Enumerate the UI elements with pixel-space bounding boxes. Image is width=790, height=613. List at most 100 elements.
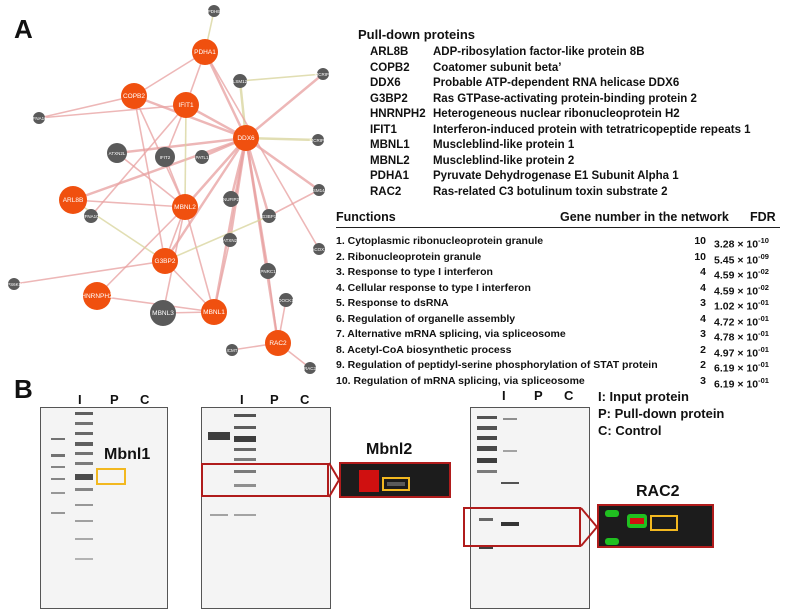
network-node-circle xyxy=(192,39,218,65)
network-node-pdha1: PDHA1 xyxy=(192,39,218,65)
network-node-ifit2: IFIT2 xyxy=(155,147,175,167)
function-gene-number: 2 xyxy=(700,359,706,371)
network-node-label: MBNL3 xyxy=(152,310,174,317)
network-node-circle xyxy=(84,209,98,223)
function-fdr: 6.19 × 10-01 xyxy=(714,375,769,391)
pulldown-title: Pull-down proteins xyxy=(358,27,475,42)
network-node-label: DDX6 xyxy=(237,135,255,142)
network-node-ifna16: IFNA16 xyxy=(31,112,47,124)
network-edge xyxy=(72,199,166,262)
rac2-callout-arrow xyxy=(581,507,597,547)
pulldown-symbol: DDX6 xyxy=(370,77,401,89)
network-node-circle xyxy=(155,147,175,167)
network-node-circle xyxy=(8,278,20,290)
function-gene-number: 3 xyxy=(700,328,706,340)
network-node-ddx6: DDX6 xyxy=(233,125,259,151)
pulldown-symbol: MBNL2 xyxy=(370,154,410,167)
mbnl2-region-box xyxy=(201,463,329,497)
network-edge xyxy=(38,95,135,119)
network-node-arl8b: ARL8B xyxy=(59,186,87,214)
network-node-ifit1: IFIT1 xyxy=(173,92,199,118)
function-gene-number: 4 xyxy=(700,281,706,294)
blot-mbnl2 xyxy=(201,407,331,609)
function-fdr: 5.45 × 10-09 xyxy=(714,251,769,267)
network-node-label: COPB2 xyxy=(123,93,145,100)
network-edge xyxy=(184,206,215,313)
mbnl1-lane-i: I xyxy=(78,392,82,407)
pulldown-protein-name: Muscleblind-like protein 2 xyxy=(433,154,575,167)
network-node-mcrip1: MCRIP1 xyxy=(314,68,332,80)
function-term: 4. Cellular response to type I interfero… xyxy=(336,281,531,294)
network-edge xyxy=(116,152,186,208)
mbnl1-lane-c: C xyxy=(140,392,150,407)
function-term: 8. Acetyl-CoA biosynthetic process xyxy=(336,343,512,356)
network-node-circle xyxy=(195,150,209,164)
network-node-lsm12: LSM12 xyxy=(233,74,248,88)
network-node-label: LSM14A xyxy=(310,188,327,193)
function-gene-number: 3 xyxy=(700,374,706,387)
pulldown-protein-name: ADP-ribosylation factor-like protein 8B xyxy=(433,46,645,58)
function-fdr: 1.02 × 10-01 xyxy=(714,298,769,313)
pulldown-protein-name: Probable ATP-dependent RNA helicase DDX6 xyxy=(433,77,680,89)
network-node-label: IFIT2 xyxy=(160,155,171,160)
pulldown-symbol: IFIT1 xyxy=(370,123,397,136)
mbnl2-lane-i: I xyxy=(240,392,244,407)
network-edge xyxy=(245,73,324,139)
table-rule xyxy=(336,227,780,228)
network-node-circle xyxy=(83,282,111,310)
network-node-pnrc1: PNRC1 xyxy=(260,263,276,279)
panel-b-label: B xyxy=(14,374,33,404)
legend-pulldown: P: Pull-down protein xyxy=(598,406,725,421)
network-node-label: MCRIP1 xyxy=(314,72,331,77)
network-node-atxn2l: ATXN2L xyxy=(107,143,127,163)
network-node-circle xyxy=(121,83,147,109)
network-node-label: NUFIP2 xyxy=(223,197,240,202)
pulldown-symbol: PDHA1 xyxy=(370,170,409,182)
function-term: 2. Ribonucleoprotein granule xyxy=(336,250,482,263)
function-fdr: 4.59 × 10-02 xyxy=(714,282,769,298)
network-node-label: ACOX1 xyxy=(311,247,327,252)
network-node-circle xyxy=(304,362,316,374)
rac2-lane-i: I xyxy=(502,388,506,403)
network-edge xyxy=(164,215,270,262)
mbnl2-zoom-bands xyxy=(359,470,410,492)
legend-control: C: Control xyxy=(598,423,662,438)
pulldown-item: DDX6 Probable ATP-dependent RNA helicase … xyxy=(370,76,751,92)
network-node-label: MBNL2 xyxy=(174,204,196,211)
mbnl2-lane-c: C xyxy=(300,392,310,407)
network-edge xyxy=(204,51,320,250)
pulldown-symbol: COPB2 xyxy=(370,61,410,74)
network-node-label: G3BP2 xyxy=(155,258,176,265)
network-node-hnrnph2: HNRNPH2 xyxy=(81,282,113,310)
network-node-label: MBNL1 xyxy=(203,309,225,316)
pulldown-symbol: MBNL1 xyxy=(370,139,410,151)
network-node-circle xyxy=(262,209,276,223)
rac2-zoom-panel xyxy=(597,504,714,548)
functions-table: Functions Gene number in the network FDR… xyxy=(336,210,780,390)
pulldown-symbol: ARL8B xyxy=(370,46,409,58)
network-edge xyxy=(184,137,247,208)
pulldown-protein-name: Pyruvate Dehydrogenase E1 Subunit Alpha … xyxy=(433,170,679,182)
network-edge xyxy=(203,51,248,139)
function-term: 3. Response to type I interferon xyxy=(336,266,493,278)
pulldown-item: PDHA1 Pyruvate Dehydrogenase E1 Subunit A… xyxy=(370,169,751,185)
network-node-label: IFNA16 xyxy=(31,116,47,121)
network-node-dock1: DOCK1 xyxy=(278,293,294,307)
function-gene-number: 4 xyxy=(700,312,706,325)
legend-input: I: Input protein xyxy=(598,389,689,404)
network-node-mbnl3: MBNL3 xyxy=(150,300,176,326)
network-node-label: ATXN2 xyxy=(223,238,238,243)
pulldown-symbol: HNRNPH2 xyxy=(370,108,426,120)
network-node-label: MCRIP2 xyxy=(309,138,326,143)
network-node-label: RPS6KB1 xyxy=(4,282,25,287)
network-node-label: RAC3 xyxy=(304,366,317,371)
network-node-rac2: RAC2 xyxy=(265,330,291,356)
network-node-circle xyxy=(107,143,127,163)
mbnl1-target-box xyxy=(96,468,126,485)
network-edge xyxy=(133,51,206,97)
network-node-label: G3BP1 xyxy=(262,214,277,219)
mbnl1-title: Mbnl1 xyxy=(104,446,151,463)
pulldown-symbol: RAC2 xyxy=(370,185,402,198)
network-nodes: PDHBPDHA1COPB2IFIT1LSM12MCRIP1IFNA16ATXN… xyxy=(4,5,332,374)
